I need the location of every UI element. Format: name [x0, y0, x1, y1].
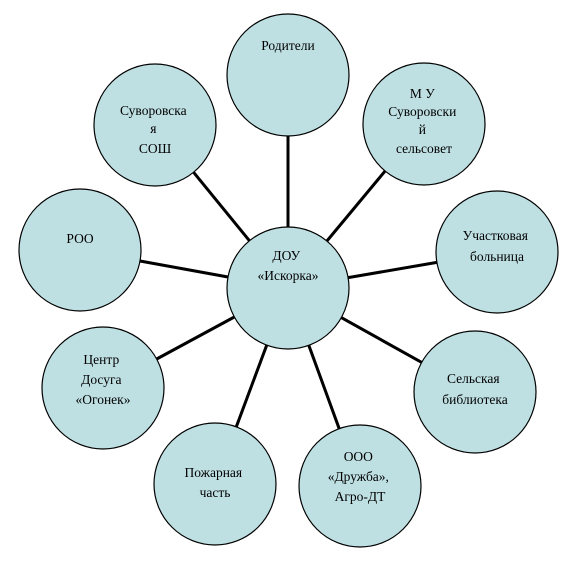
node-biblioteka: Сельская библиотека [413, 330, 537, 454]
connector-line-pozharnaya [234, 344, 269, 428]
node-label: М У Суворовски й сельсовет [388, 86, 459, 156]
node-roo: РОО [18, 188, 142, 312]
node-centr-dosuga: Центр Досуга «Огонек» [41, 326, 165, 450]
node-ooo-druzhba: ООО «Дружба», Агро-ДТ [298, 424, 422, 548]
center-node-label: ДОУ «Искорка» [258, 248, 319, 283]
node-circle [435, 190, 559, 314]
node-line: РОО [66, 231, 93, 246]
node-line: сельсовет [396, 141, 452, 156]
node-label: ООО «Дружба», Агро-ДТ [328, 449, 393, 504]
node-line: Агро-ДТ [335, 489, 386, 504]
node-label: Центр Досуга «Огонек» [76, 352, 131, 407]
center-node-circle [226, 226, 350, 350]
node-line: часть [200, 485, 231, 500]
center-node: ДОУ «Искорка» [226, 226, 350, 350]
node-line: ООО [344, 449, 373, 464]
node-line: Пожарная [184, 465, 242, 480]
node-circle [41, 326, 165, 450]
node-line: Участковая [463, 228, 528, 243]
connector-line-bolnitsa [347, 260, 438, 280]
connector-line-roo [139, 259, 229, 279]
connector-line-ooo-druzhba [307, 344, 341, 430]
node-circle [153, 422, 277, 546]
node-pozharnaya: Пожарная часть [153, 422, 277, 546]
node-circle [362, 62, 486, 186]
node-label: Сельская библиотека [442, 371, 507, 407]
node-line: больница [470, 249, 524, 264]
node-mu-suvorovsky: М У Суворовски й сельсовет [362, 62, 486, 186]
node-label: Пожарная часть [184, 465, 245, 500]
node-bolnitsa: Участковая больница [435, 190, 559, 314]
node-line: Центр [83, 352, 119, 367]
node-label: Родители [261, 38, 314, 53]
connector-line-biblioteka [340, 316, 423, 364]
node-roditeli: Родители [226, 13, 350, 137]
connector-line-mu-suvorovsky [325, 170, 387, 242]
node-line: «Огонек» [76, 392, 131, 407]
connector-line-sosh [192, 171, 251, 242]
node-line: «Дружба», [328, 469, 389, 484]
node-label: РОО [66, 231, 93, 246]
node-label: Суворовска я СОШ [120, 103, 190, 156]
node-circle [93, 63, 217, 187]
node-label: Участковая больница [463, 228, 532, 264]
center-node-line: ДОУ [272, 248, 300, 263]
node-line: й [419, 122, 426, 137]
center-node-line: «Искорка» [258, 268, 319, 283]
node-circle [413, 330, 537, 454]
node-line: Суворовски [388, 104, 456, 119]
node-circle [226, 13, 350, 137]
node-line: Родители [261, 38, 314, 53]
node-line: я [150, 121, 156, 136]
connectors [139, 136, 438, 430]
connector-line-centr-dosuga [155, 315, 236, 361]
node-sosh: Суворовска я СОШ [93, 63, 217, 187]
node-line: Сельская [447, 371, 500, 386]
node-line: СОШ [139, 141, 172, 156]
node-line: Досуга [81, 372, 121, 387]
node-line: М У [410, 86, 435, 101]
node-line: библиотека [442, 392, 507, 407]
node-circle [18, 188, 142, 312]
node-circle [298, 424, 422, 548]
node-line: Суворовска [120, 103, 187, 118]
